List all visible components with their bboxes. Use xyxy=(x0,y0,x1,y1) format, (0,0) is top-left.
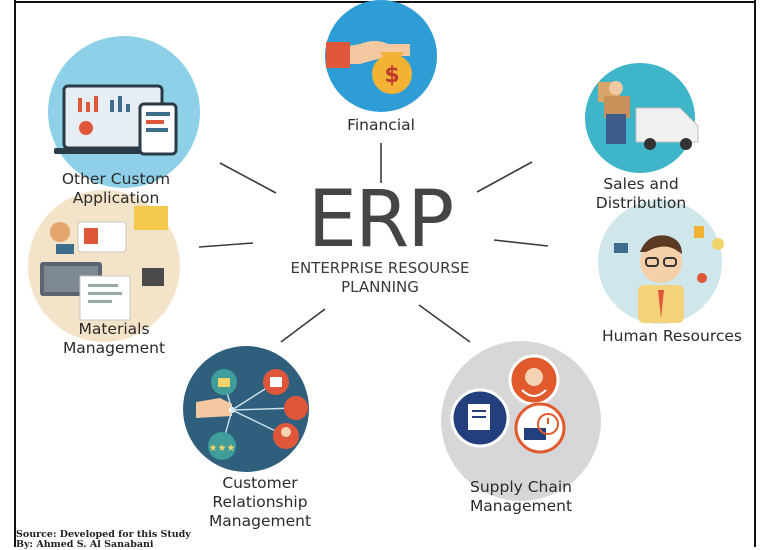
supply-chain-icons xyxy=(441,341,601,501)
module-label-line: Financial xyxy=(347,116,415,134)
spoke-scm xyxy=(418,304,471,343)
devices-dashboard-icon xyxy=(48,36,200,188)
source-author: By: Ahmed S. Al Sanabani xyxy=(16,539,154,550)
module-label-materials: Materials Management xyxy=(44,320,184,358)
svg-text:$: $ xyxy=(384,63,399,88)
module-label-line: Materials xyxy=(78,320,150,338)
spoke-hr xyxy=(493,239,549,247)
module-label-line: Sales and xyxy=(603,175,679,193)
module-label-crm: Customer Relationship Management xyxy=(190,474,330,531)
module-label-sales: Sales and Distribution xyxy=(586,175,696,213)
module-label-line: Management xyxy=(208,512,312,530)
delivery-van-icon xyxy=(585,63,699,173)
module-label-line: Other Custom xyxy=(61,170,171,188)
module-label-line: Supply Chain xyxy=(469,478,573,496)
money-bag-hand-icon: $ xyxy=(325,0,437,112)
desk-workspace-icon xyxy=(28,190,180,342)
network-hand-icon: ★★★ xyxy=(183,346,309,472)
module-label-custom: Other Custom Application xyxy=(46,170,186,208)
module-label-line: Customer xyxy=(222,474,298,492)
module-label-line: Application xyxy=(72,189,160,207)
module-label-line: Relationship xyxy=(212,493,308,511)
module-label-line: Distribution xyxy=(595,194,687,212)
module-label-line: Human Resources xyxy=(602,327,742,345)
spoke-crm xyxy=(280,308,326,343)
module-label-hr: Human Resources xyxy=(584,327,760,346)
spoke-sales xyxy=(476,161,533,193)
person-with-ideas-icon xyxy=(598,200,724,324)
connector-spokes xyxy=(198,143,549,343)
module-label-line: Management xyxy=(62,339,166,357)
module-label-financial: Financial xyxy=(331,116,431,135)
source-note: Source: Developed for this Study xyxy=(16,529,191,540)
figure-frame xyxy=(14,0,756,547)
svg-text:★★★: ★★★ xyxy=(209,443,236,454)
spoke-custom xyxy=(219,162,277,194)
module-label-scm: Supply Chain Management xyxy=(456,478,586,516)
spoke-materials xyxy=(198,242,254,248)
erp-subtitle-line1: ENTERPRISE RESOURSE xyxy=(290,259,470,277)
module-label-line: Management xyxy=(469,497,573,515)
erp-subtitle-line2: PLANNING xyxy=(341,278,419,296)
erp-title: ERP xyxy=(307,175,455,265)
